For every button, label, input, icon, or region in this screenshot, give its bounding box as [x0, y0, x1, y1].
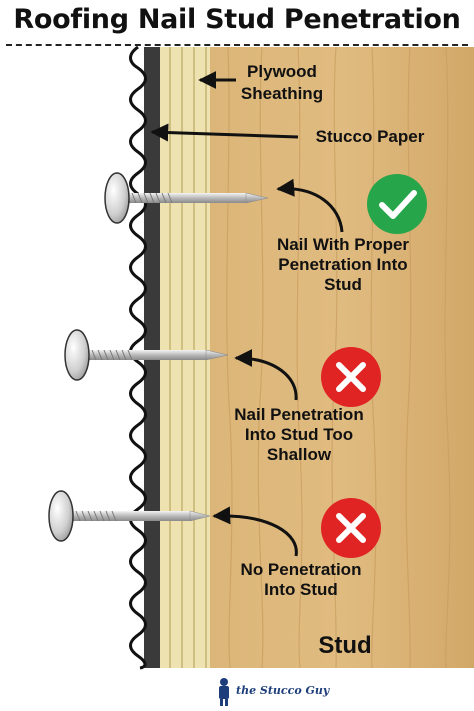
label-no-penetration: No Penetration Into Stud [240, 560, 362, 599]
label-stud: Stud [318, 632, 372, 659]
stucco-guy-logo: the Stucco Guy [214, 676, 329, 706]
lath-wire [129, 45, 147, 670]
arrow-shallow [234, 349, 298, 401]
label-proper-penetration: Nail With Proper Penetration Into Stud [276, 235, 410, 294]
nail-proper-penetration [104, 172, 269, 224]
cross-icon-none [321, 498, 381, 558]
nail-shallow-penetration [64, 329, 229, 381]
logo-text: the Stucco Guy [236, 684, 330, 697]
nail-no-penetration [48, 490, 211, 542]
arrow-proper [276, 178, 344, 233]
title-divider [6, 44, 468, 46]
mascot-icon [219, 678, 229, 706]
diagram-title: Roofing Nail Stud Penetration [13, 4, 461, 35]
label-shallow-penetration: Nail Penetration Into Stud Too Shallow [234, 405, 364, 464]
arrow-stucco-paper [150, 123, 299, 142]
check-icon [367, 174, 427, 234]
cross-icon-shallow [321, 347, 381, 407]
label-plywood-sheathing: Plywood Sheathing [240, 62, 324, 103]
label-stucco-paper: Stucco Paper [315, 127, 425, 146]
arrow-none [212, 506, 298, 557]
